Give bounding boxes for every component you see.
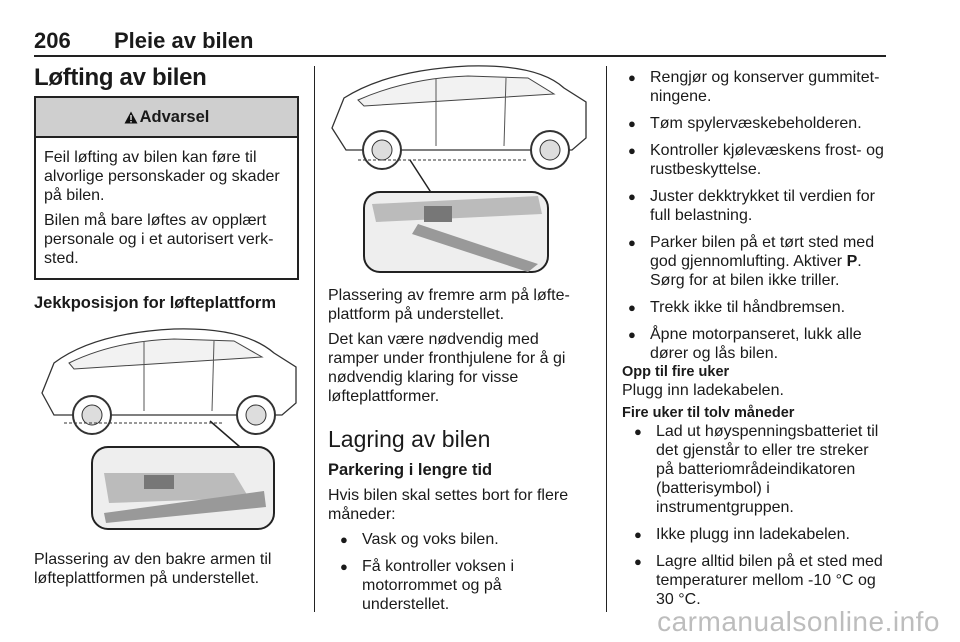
warning-title: Advarsel [139, 107, 210, 126]
page-number: 206 [34, 28, 71, 53]
warning-header: Advarsel [36, 98, 297, 138]
list-item: Vask og voks bilen. [334, 530, 591, 549]
warning-box: Advarsel Feil løfting av bilen kan føre … [34, 96, 299, 280]
column-divider [606, 66, 607, 612]
storage-intro: Hvis bilen skal settes bort for flere må… [328, 487, 569, 523]
list-item: Kontroller kjølevæskens frost- og rustbe… [622, 141, 887, 179]
warning-text: Bilen må bare løftes av opplært personal… [44, 212, 274, 267]
watermark: carmanualsonline.info [657, 606, 940, 637]
column-3: Rengjør og konserver gummitet­ningene. T… [622, 60, 887, 617]
up-to-four-weeks-heading: Opp til fire uker [622, 364, 730, 380]
list-item: Parker bilen på et tørt sted med god gje… [622, 233, 887, 290]
header-rule [34, 55, 886, 57]
rear-lift-arm-illustration [41, 328, 297, 530]
column-divider [314, 66, 315, 612]
warning-triangle-icon [124, 111, 138, 123]
storage-list: Vask og voks bilen. Få kontroller voksen… [334, 530, 591, 614]
four-to-twelve-months-list: Lad ut høyspenningsbatteriet til det gje… [628, 422, 887, 609]
up-to-four-weeks-text: Plugg inn ladekabelen. [622, 382, 784, 399]
column-2: Plassering av fremre arm på løfte­plattf… [328, 60, 591, 622]
list-item: Lad ut høyspenningsbatteriet til det gje… [628, 422, 887, 517]
long-parking-heading: Parkering i lengre tid [328, 461, 493, 479]
rear-arm-caption: Plassering av den bakre armen til løftep… [34, 551, 272, 587]
list-item: Få kontroller voksen i motorrom­met og p… [334, 557, 591, 614]
warning-text: Feil løfting av bilen kan føre til alvor… [44, 149, 280, 204]
lifting-heading: Løfting av bilen [34, 64, 207, 91]
list-item: Åpne motorpanseret, lukk alle dører og l… [622, 325, 887, 363]
list-item: Tøm spylervæskebeholderen. [622, 114, 887, 133]
jack-position-heading: Jekkposisjon for løfteplattform [34, 294, 277, 312]
warning-body: Feil løfting av bilen kan føre til alvor… [36, 138, 297, 278]
front-arm-caption: Plassering av fremre arm på løfte­plattf… [328, 287, 570, 323]
ramp-note: Det kan være nødvendig med ramper under … [328, 331, 566, 405]
list-item: Trekk ikke til håndbremsen. [622, 298, 887, 317]
park-gear-label: P [846, 253, 858, 270]
parker-text: . Sørg for at bilen ikke triller. [650, 253, 862, 289]
storage-list-continued: Rengjør og konserver gummitet­ningene. T… [622, 68, 887, 363]
front-lift-arm-illustration [331, 65, 587, 273]
column-1: Løfting av bilen Advarsel Feil løfting a… [34, 60, 299, 594]
list-item: Juster dekktrykket til verdien for full … [622, 187, 887, 225]
section-title: Pleie av bilen [114, 28, 254, 53]
storage-heading: Lagring av bilen [328, 426, 491, 452]
list-item: Ikke plugg inn ladekabelen. [628, 525, 887, 544]
list-item: Lagre alltid bilen på et sted med temper… [628, 552, 887, 609]
list-item: Rengjør og konserver gummitet­ningene. [622, 68, 887, 106]
four-to-twelve-months-heading: Fire uker til tolv måneder [622, 405, 795, 421]
parker-text: Parker bilen på et tørt sted med god gje… [650, 234, 875, 270]
